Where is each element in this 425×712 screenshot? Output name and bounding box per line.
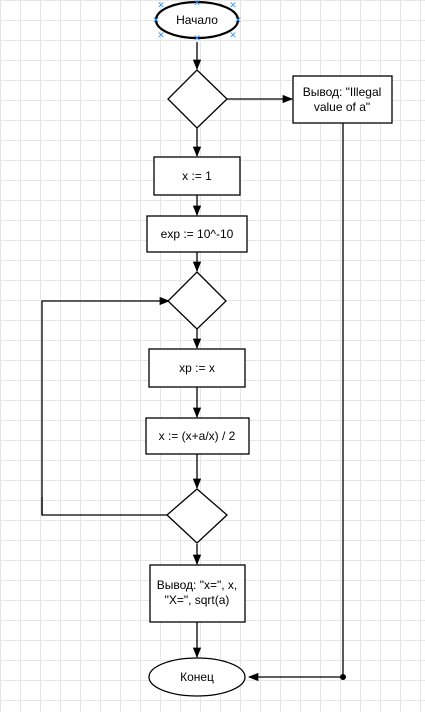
svg-text:✕: ✕ <box>229 1 237 11</box>
init-exp-label: exp := 10^-10 <box>161 227 234 241</box>
edge-error-output-to-end[interactable] <box>247 123 344 682</box>
save-prev-node[interactable]: xp := x <box>148 348 246 388</box>
decision-loop-bottom[interactable] <box>166 488 228 544</box>
edges <box>41 42 346 682</box>
update-x-label: x := (x+a/x) / 2 <box>159 429 236 443</box>
error-output-node[interactable]: Вывод: "Illegal value of a" <box>292 75 393 124</box>
error-output-line1: Вывод: "Illegal <box>303 85 382 99</box>
decision-check-a[interactable] <box>167 69 228 129</box>
svg-text:✕: ✕ <box>157 31 165 41</box>
svg-text:✕: ✕ <box>193 0 201 9</box>
svg-text:✕: ✕ <box>229 31 237 41</box>
error-output-line2: value of a" <box>314 100 370 114</box>
svg-text:✕: ✕ <box>193 34 201 44</box>
svg-text:✕: ✕ <box>234 16 242 26</box>
result-output-line2: "X=", sqrt(a) <box>165 593 230 607</box>
update-x-node[interactable]: x := (x+a/x) / 2 <box>145 417 250 455</box>
edge-loop-back[interactable] <box>41 296 171 516</box>
selection-handles[interactable]: ✕ ✕ ✕ ✕ ✕ ✕ ✕ ✕ <box>152 0 242 44</box>
end-label: Конец <box>180 670 214 684</box>
start-node[interactable]: Начало ✕ ✕ ✕ ✕ ✕ ✕ ✕ ✕ <box>152 0 242 44</box>
start-label: Начало <box>176 13 218 27</box>
end-node[interactable]: Конец <box>148 657 246 697</box>
decision-loop-top[interactable] <box>167 271 227 330</box>
junction-dot <box>340 674 346 680</box>
init-x-label: x := 1 <box>182 169 212 183</box>
save-prev-label: xp := x <box>179 361 215 375</box>
result-output-node[interactable]: Вывод: "x=", x, "X=", sqrt(a) <box>149 564 246 623</box>
result-output-line1: Вывод: "x=", x, <box>157 578 237 592</box>
svg-text:✕: ✕ <box>152 16 160 26</box>
svg-text:✕: ✕ <box>157 1 165 11</box>
init-x-node[interactable]: x := 1 <box>153 156 241 196</box>
init-exp-node[interactable]: exp := 10^-10 <box>146 215 248 253</box>
